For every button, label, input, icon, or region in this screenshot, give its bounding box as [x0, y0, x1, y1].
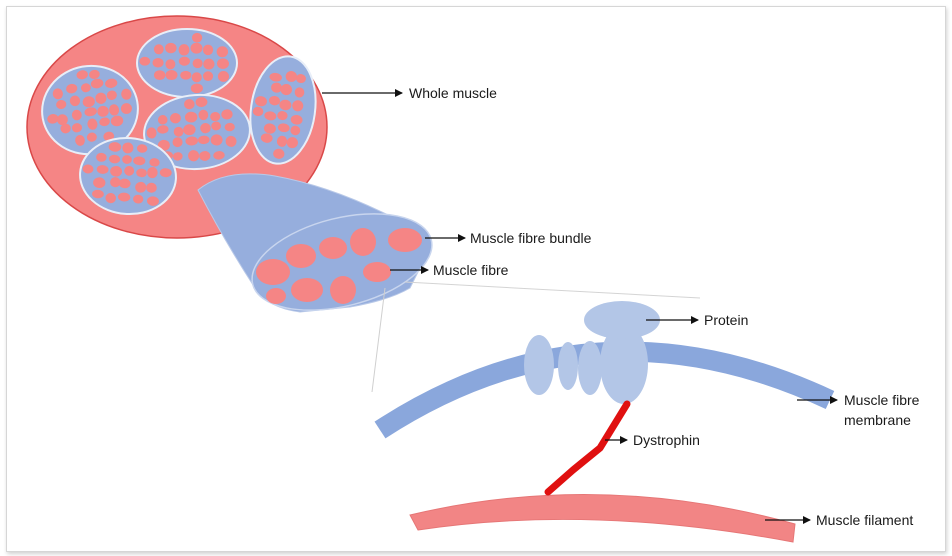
fascicle-fibre	[192, 72, 202, 82]
label-dystrophin: Dystrophin	[633, 432, 700, 448]
zoom-line-left	[372, 288, 385, 392]
bundle-fibre	[388, 228, 422, 252]
fascicle-fibre	[191, 84, 203, 94]
annotation-labels: Whole muscle Muscle fibre bundle Muscle …	[409, 85, 920, 528]
fascicle-fibre	[193, 59, 203, 68]
label-muscle-fibre: Muscle fibre	[433, 262, 509, 278]
fascicle-fibre	[203, 45, 213, 56]
bundle-fibre	[286, 244, 316, 268]
bundle-fibre	[256, 259, 290, 285]
fascicle-fibre	[166, 70, 178, 80]
channel-protein-3	[578, 341, 602, 395]
fascicle-fibre	[179, 44, 190, 55]
bundle-fibre	[319, 237, 347, 259]
membrane-protein-complex	[524, 301, 660, 404]
label-membrane-line1: Muscle fibre	[844, 392, 920, 408]
muscle-fibre-bundle	[198, 174, 442, 327]
label-membrane-line2: membrane	[844, 412, 911, 428]
fascicle-fibre	[218, 71, 229, 82]
fascicle-fibre	[203, 71, 213, 81]
fascicle-fibre	[180, 71, 191, 80]
bundle-fibre	[363, 262, 391, 282]
fascicle-fibre	[217, 58, 229, 69]
bundle-fibre	[350, 228, 376, 256]
fascicle-fibre	[165, 43, 177, 53]
fascicle-fibre	[154, 44, 164, 54]
label-muscle-fibre-bundle: Muscle fibre bundle	[470, 230, 592, 246]
channel-protein-2	[558, 342, 578, 390]
fascicle-fibre	[179, 57, 190, 66]
fascicle-fibre	[139, 57, 150, 66]
label-muscle-filament: Muscle filament	[816, 512, 913, 528]
fascicle-fibre	[203, 59, 214, 70]
fascicle-fibre	[153, 58, 164, 68]
annotation-arrows	[322, 93, 837, 520]
bundle-fibre	[330, 276, 356, 304]
bundle-fibre	[266, 288, 286, 304]
bundle-fibre	[291, 278, 323, 302]
label-protein: Protein	[704, 312, 748, 328]
fascicle-fibre	[154, 70, 165, 80]
fascicle-fibre	[190, 43, 202, 54]
muscle-filament	[410, 495, 795, 542]
dystrophin	[548, 404, 627, 492]
fascicle-fibre	[165, 59, 175, 69]
fascicle-fibre	[192, 33, 202, 43]
label-whole-muscle: Whole muscle	[409, 85, 497, 101]
zoom-line-right	[405, 282, 700, 298]
channel-protein-1	[524, 335, 554, 395]
fascicle-fibre	[217, 46, 228, 57]
